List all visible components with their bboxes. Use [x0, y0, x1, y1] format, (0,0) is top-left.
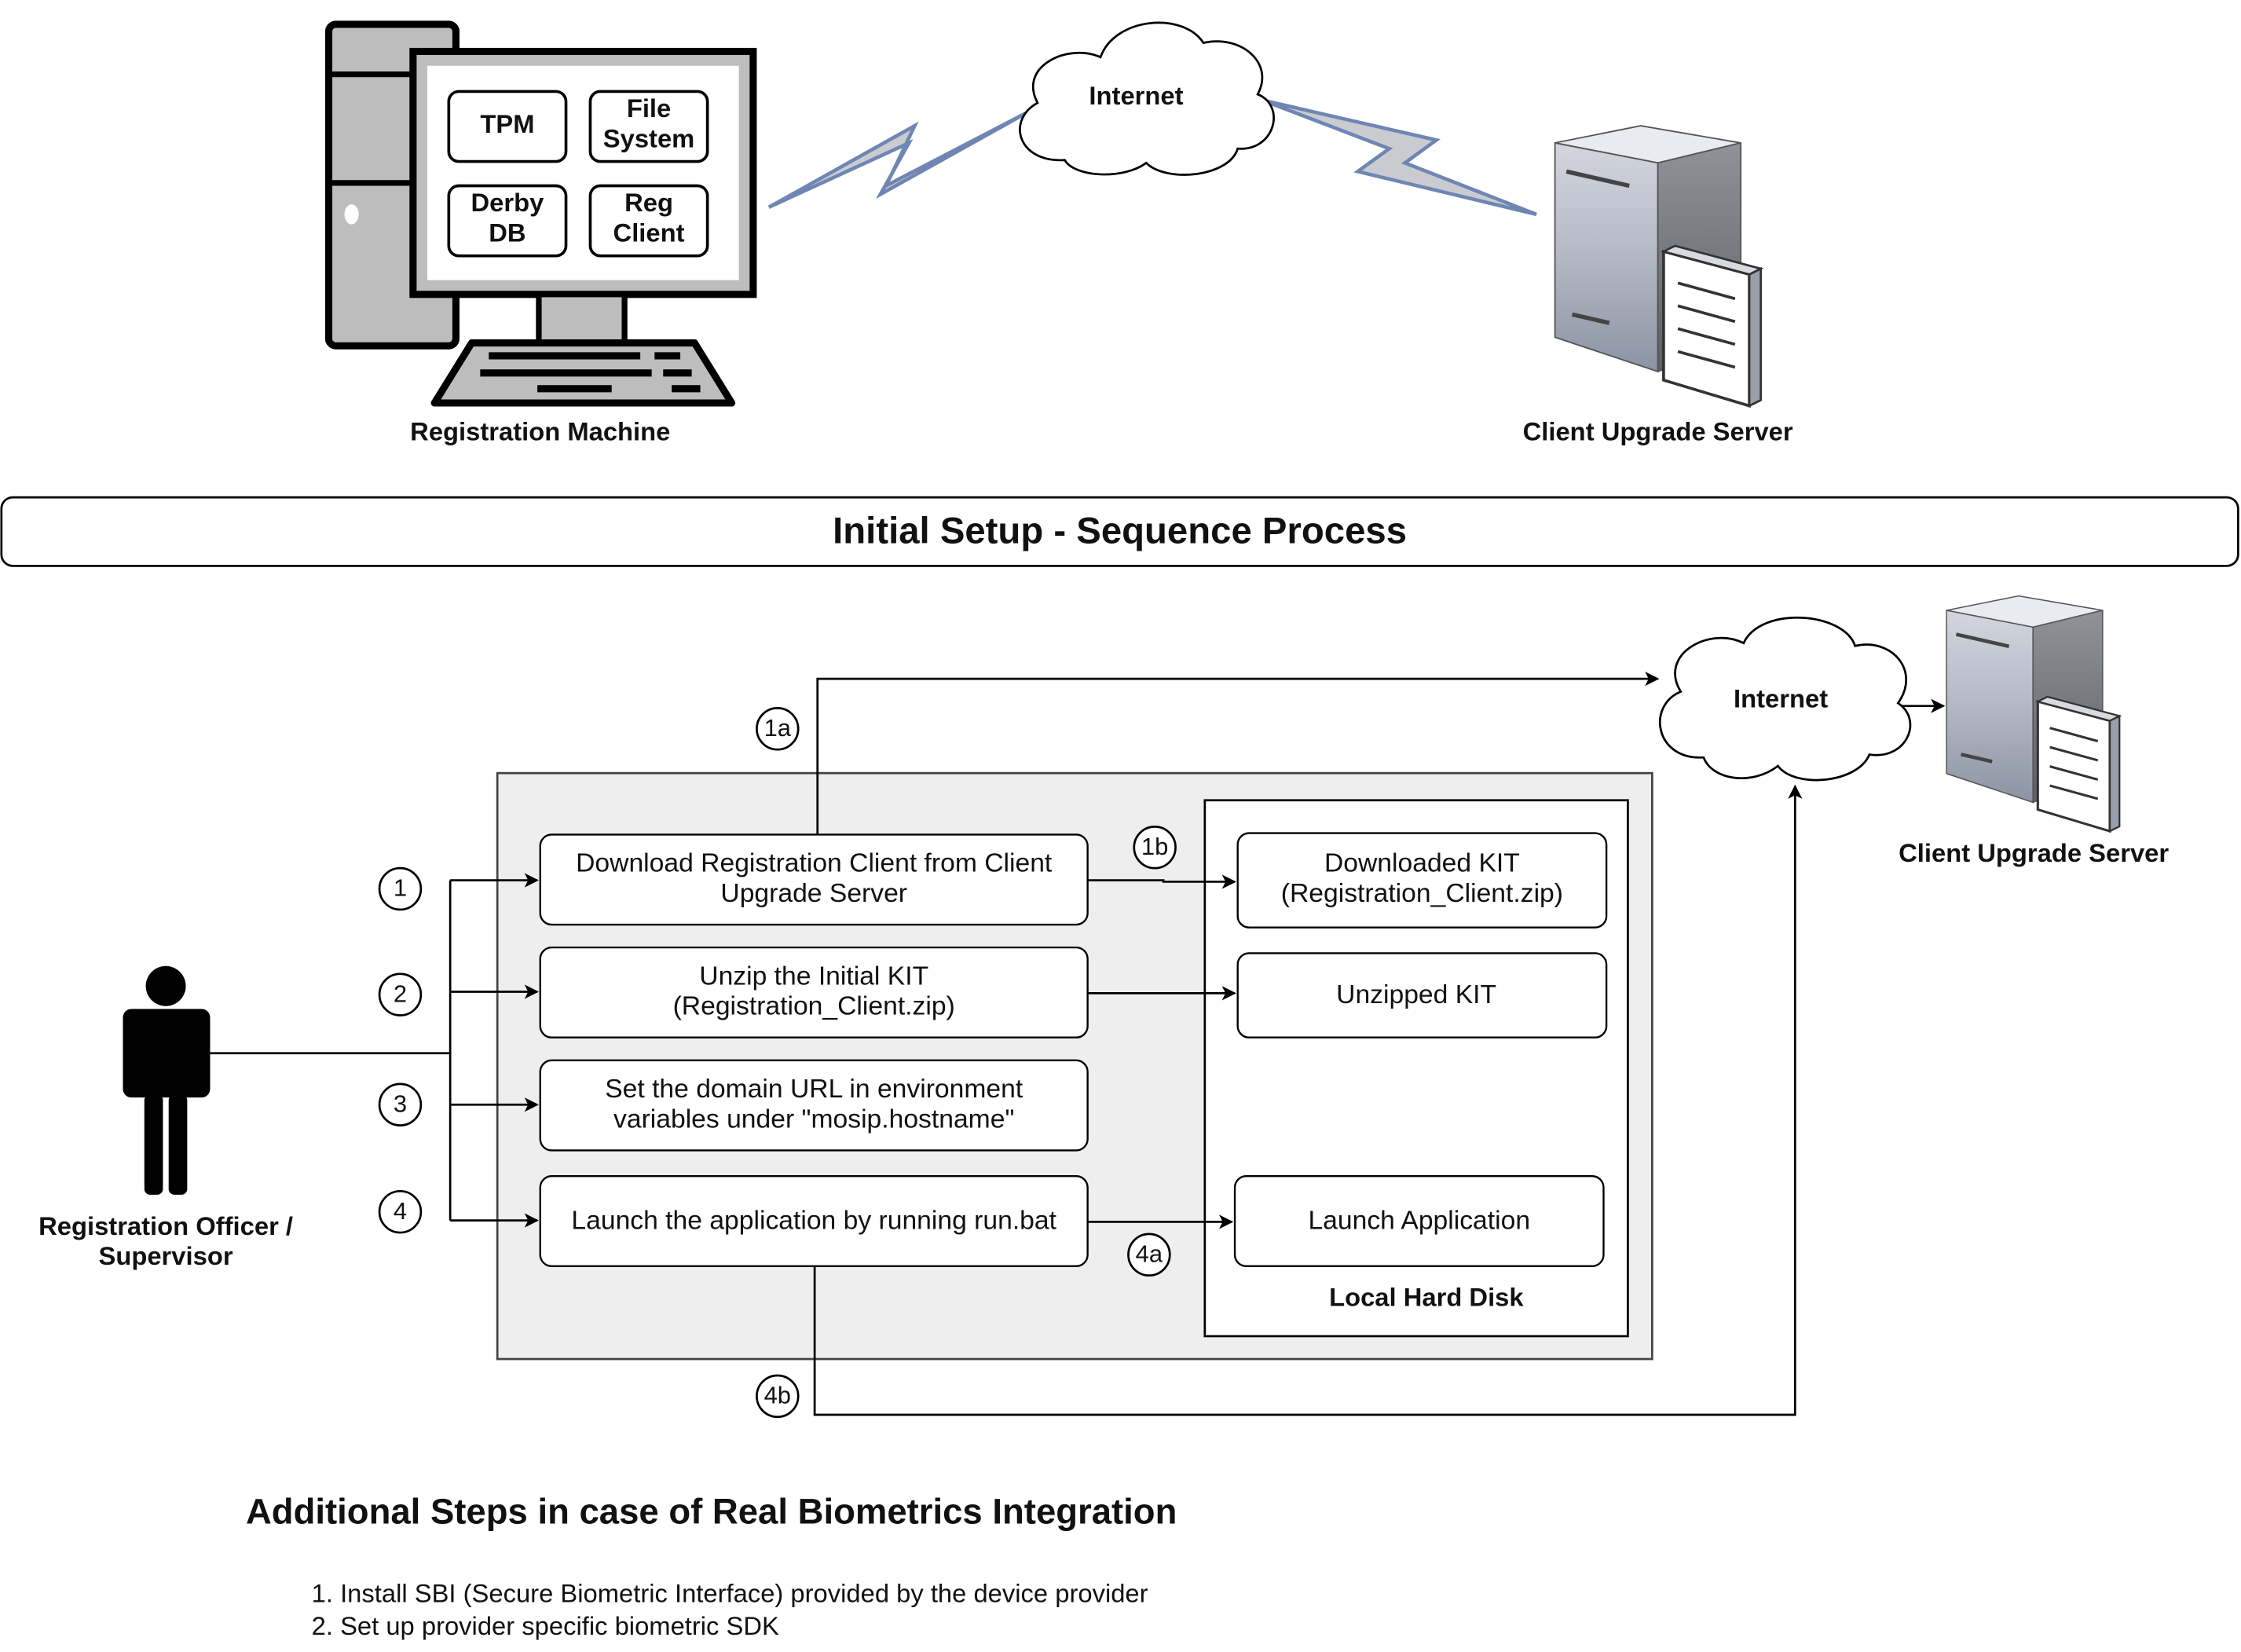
step-marker-2 [378, 973, 423, 1016]
banner-title: Initial Setup - Sequence Process [833, 508, 1408, 552]
marker-1b [1133, 826, 1177, 870]
disk-item-box-2 [1236, 952, 1608, 1038]
marker-4b-label: 4b [763, 1382, 792, 1409]
local-hard-disk-label: Local Hard Disk [1329, 1283, 1524, 1313]
disk-item-unzipped-kit: Unzipped KIT [1336, 979, 1497, 1009]
module-file-system: File System [602, 94, 695, 153]
marker-1b-label: 1b [1141, 833, 1169, 861]
additional-step-1: 1. Install SBI (Secure Biometric Interfa… [311, 1579, 1148, 1608]
wireless-link-right [1261, 98, 1537, 217]
step-box-3 [539, 1059, 1089, 1152]
step-marker-1 [378, 866, 423, 911]
step-marker-3-label: 3 [393, 1090, 408, 1118]
marker-1a [756, 707, 800, 751]
marker-1a-label: 1a [763, 714, 792, 742]
wireless-link-left [767, 109, 1031, 209]
marker-4a [1127, 1233, 1171, 1277]
cloud-icon [1019, 21, 1275, 176]
server-icon [1555, 126, 1761, 406]
disk-item-launch-application: Launch Application [1308, 1204, 1531, 1235]
client-upgrade-server-label: Client Upgrade Server [1522, 417, 1793, 446]
marker-4a-label: 4a [1135, 1240, 1163, 1268]
marker-4b [756, 1374, 800, 1419]
step-2-text: Unzip the Initial KIT (Registration_Clie… [672, 960, 955, 1021]
cloud-icon-sequence [1659, 616, 1912, 782]
module-derby-db: Derby DB [471, 189, 544, 247]
disk-item-downloaded-kit: Downloaded KIT (Registration_Client.zip) [1280, 847, 1563, 908]
module-reg-client: Reg Client [613, 189, 685, 247]
registration-machine-label: Registration Machine [410, 417, 671, 446]
person-icon [123, 965, 211, 1195]
banner-frame [0, 496, 2239, 567]
actor-label: Registration Officer / Supervisor [38, 1211, 294, 1270]
step-3-text: Set the domain URL in environment variab… [605, 1073, 1023, 1134]
computer-icon [324, 20, 757, 407]
step-1-text: Download Registration Client from Client… [576, 847, 1053, 908]
client-upgrade-server-label-sequence: Client Upgrade Server [1899, 838, 2170, 868]
step-marker-4-label: 4 [393, 1197, 408, 1225]
internet-label-sequence: Internet [1734, 684, 1829, 713]
disk-item-box-1 [1236, 832, 1608, 929]
disk-item-box-3 [1233, 1175, 1605, 1267]
module-tpm: TPM [480, 110, 535, 139]
step-marker-3 [378, 1082, 423, 1126]
step-marker-4 [378, 1189, 423, 1234]
server-icon-sequence [1946, 596, 2119, 832]
additional-step-2: 2. Set up provider specific biometric SD… [311, 1612, 779, 1641]
additional-steps-heading: Additional Steps in case of Real Biometr… [245, 1492, 1177, 1533]
step-marker-1-label: 1 [393, 874, 408, 902]
step-4-text: Launch the application by running run.ba… [571, 1204, 1056, 1235]
internet-label: Internet [1089, 81, 1184, 111]
step-marker-2-label: 2 [393, 980, 408, 1008]
